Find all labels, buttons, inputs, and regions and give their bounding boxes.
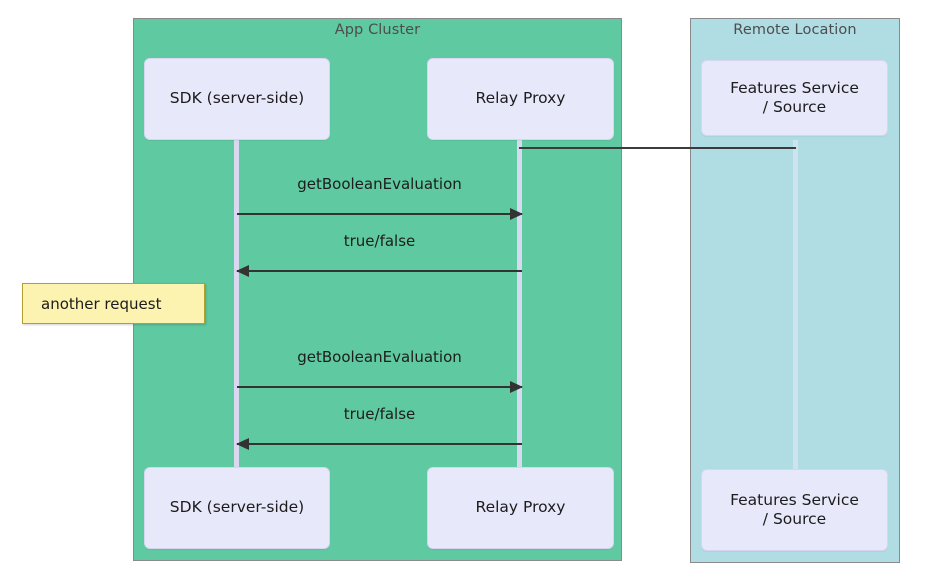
message-1-label: getBooleanEvaluation [297,175,462,193]
message-get-boolean-evaluation-2: getBooleanEvaluation [237,348,523,393]
relay-to-features-link [519,147,796,149]
participant-sdk-top[interactable]: SDK (server-side) [144,58,330,140]
participant-features-top-label-line2: / Source [762,98,827,116]
group-app-cluster-label: App Cluster [334,22,421,38]
participant-relay-bottom-label: Relay Proxy [475,498,566,517]
arrow-right-icon [510,381,523,393]
participant-relay-bottom[interactable]: Relay Proxy [427,467,614,549]
message-1-line [237,208,523,220]
note-another-request-text: another request [41,294,162,313]
message-4-line [236,438,522,450]
participant-features-top[interactable]: Features Service / Source [701,60,888,136]
arrow-left-icon [236,438,249,450]
participant-features-top-label: Features Service / Source [730,79,859,118]
lifeline-relay [517,140,522,480]
note-another-request: another request [22,283,205,324]
message-4-label: true/false [343,405,416,423]
participant-sdk-bottom-label: SDK (server-side) [169,498,305,517]
message-2-line [236,265,522,277]
participant-features-bottom-label-line1: Features Service [730,490,859,509]
participant-sdk-top-label: SDK (server-side) [169,89,305,108]
arrow-right-icon [510,208,523,220]
message-3-label: getBooleanEvaluation [297,348,462,366]
participant-features-top-label-line1: Features Service [730,78,859,97]
participant-features-bottom[interactable]: Features Service / Source [701,469,888,551]
lifeline-features [793,140,798,480]
message-2-label: true/false [343,232,416,250]
participant-sdk-bottom[interactable]: SDK (server-side) [144,467,330,549]
participant-relay-top[interactable]: Relay Proxy [427,58,614,140]
lifeline-sdk [234,140,239,480]
group-remote-location-label: Remote Location [733,22,857,38]
participant-relay-top-label: Relay Proxy [475,89,566,108]
message-true-false-2: true/false [236,405,522,450]
message-get-boolean-evaluation-1: getBooleanEvaluation [237,175,523,220]
participant-features-bottom-label: Features Service / Source [730,491,859,530]
participant-features-bottom-label-line2: / Source [762,510,827,528]
arrow-left-icon [236,265,249,277]
message-3-line [237,381,523,393]
message-true-false-1: true/false [236,232,522,277]
